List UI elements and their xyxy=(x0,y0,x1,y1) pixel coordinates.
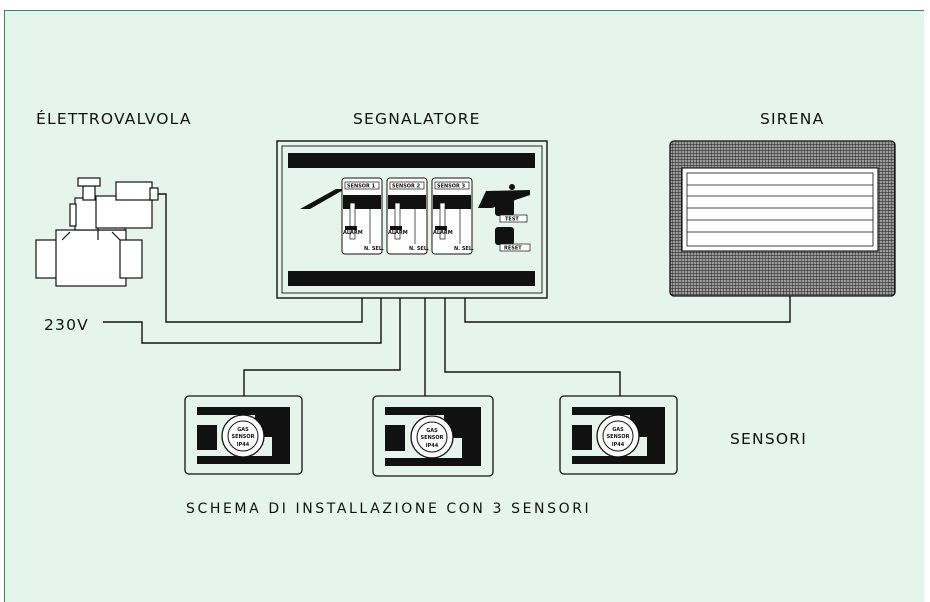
sensor-channel-3: SENSOR 3 ALARM N. SEL. xyxy=(431,177,474,255)
sensor-3-wire xyxy=(444,296,621,396)
power-label: 230V xyxy=(44,316,89,334)
sensor-1-wire xyxy=(243,296,401,396)
test-button-label: TEST xyxy=(505,217,519,223)
signal-panel: SENSOR 1 ALARM N. SEL. SENSOR 2 ALARM N.… xyxy=(276,140,548,299)
sensor-3-ip: IP44 xyxy=(612,442,625,448)
siren-wire xyxy=(464,296,791,323)
sensor-2-ip: IP44 xyxy=(426,443,439,449)
status-led-icon xyxy=(509,184,515,190)
wiring xyxy=(103,193,791,396)
diagram-caption: SCHEMA DI INSTALLAZIONE CON 3 SENSORI xyxy=(186,501,591,517)
reset-button-label: RESET xyxy=(504,246,522,252)
sensor-3-text: SENSOR xyxy=(607,434,630,440)
sensor-1-ip: IP44 xyxy=(237,442,250,448)
panel-top-band xyxy=(288,153,535,168)
channel-1-fault: N. SEL. xyxy=(364,246,384,252)
gas-sensor-1: GAS SENSOR IP44 xyxy=(184,395,303,475)
sensor-3-gas: GAS xyxy=(612,427,624,433)
valve-wire xyxy=(152,193,363,323)
sensor-2-text: SENSOR xyxy=(421,435,444,441)
channel-1-label: SENSOR 1 xyxy=(347,184,376,190)
panel-bottom-band xyxy=(288,271,535,286)
channel-1-alarm: ALARM xyxy=(343,230,363,236)
sensor-1-text: SENSOR xyxy=(232,434,255,440)
siren xyxy=(669,140,896,297)
power-wire xyxy=(103,296,382,344)
valve-label: ÉLETTROVALVOLA xyxy=(36,109,192,128)
channel-2-label: SENSOR 2 xyxy=(392,184,421,190)
reset-button: RESET xyxy=(495,227,531,252)
gas-sensor-2: GAS SENSOR IP44 xyxy=(372,395,494,477)
sensor-2-gas: GAS xyxy=(426,428,438,434)
panel-label: SEGNALATORE xyxy=(353,110,481,128)
sensor-1-gas: GAS xyxy=(237,427,249,433)
test-button: TEST xyxy=(495,198,528,223)
gas-sensor-3: GAS SENSOR IP44 xyxy=(559,395,678,475)
channel-2-fault: N. SEL. xyxy=(409,246,429,252)
siren-label: SIRENA xyxy=(760,110,824,128)
diagram-frame xyxy=(4,10,924,602)
solenoid-valve xyxy=(35,177,159,287)
channel-2-alarm: ALARM xyxy=(388,230,408,236)
sensor-channel-1: SENSOR 1 ALARM N. SEL. xyxy=(341,177,384,255)
channel-3-alarm: ALARM xyxy=(433,230,453,236)
channel-3-fault: N. SEL. xyxy=(454,246,474,252)
channel-3-label: SENSOR 3 xyxy=(437,184,466,190)
sensors-label: SENSORI xyxy=(730,430,807,448)
sensor-channel-2: SENSOR 2 ALARM N. SEL. xyxy=(386,177,429,255)
